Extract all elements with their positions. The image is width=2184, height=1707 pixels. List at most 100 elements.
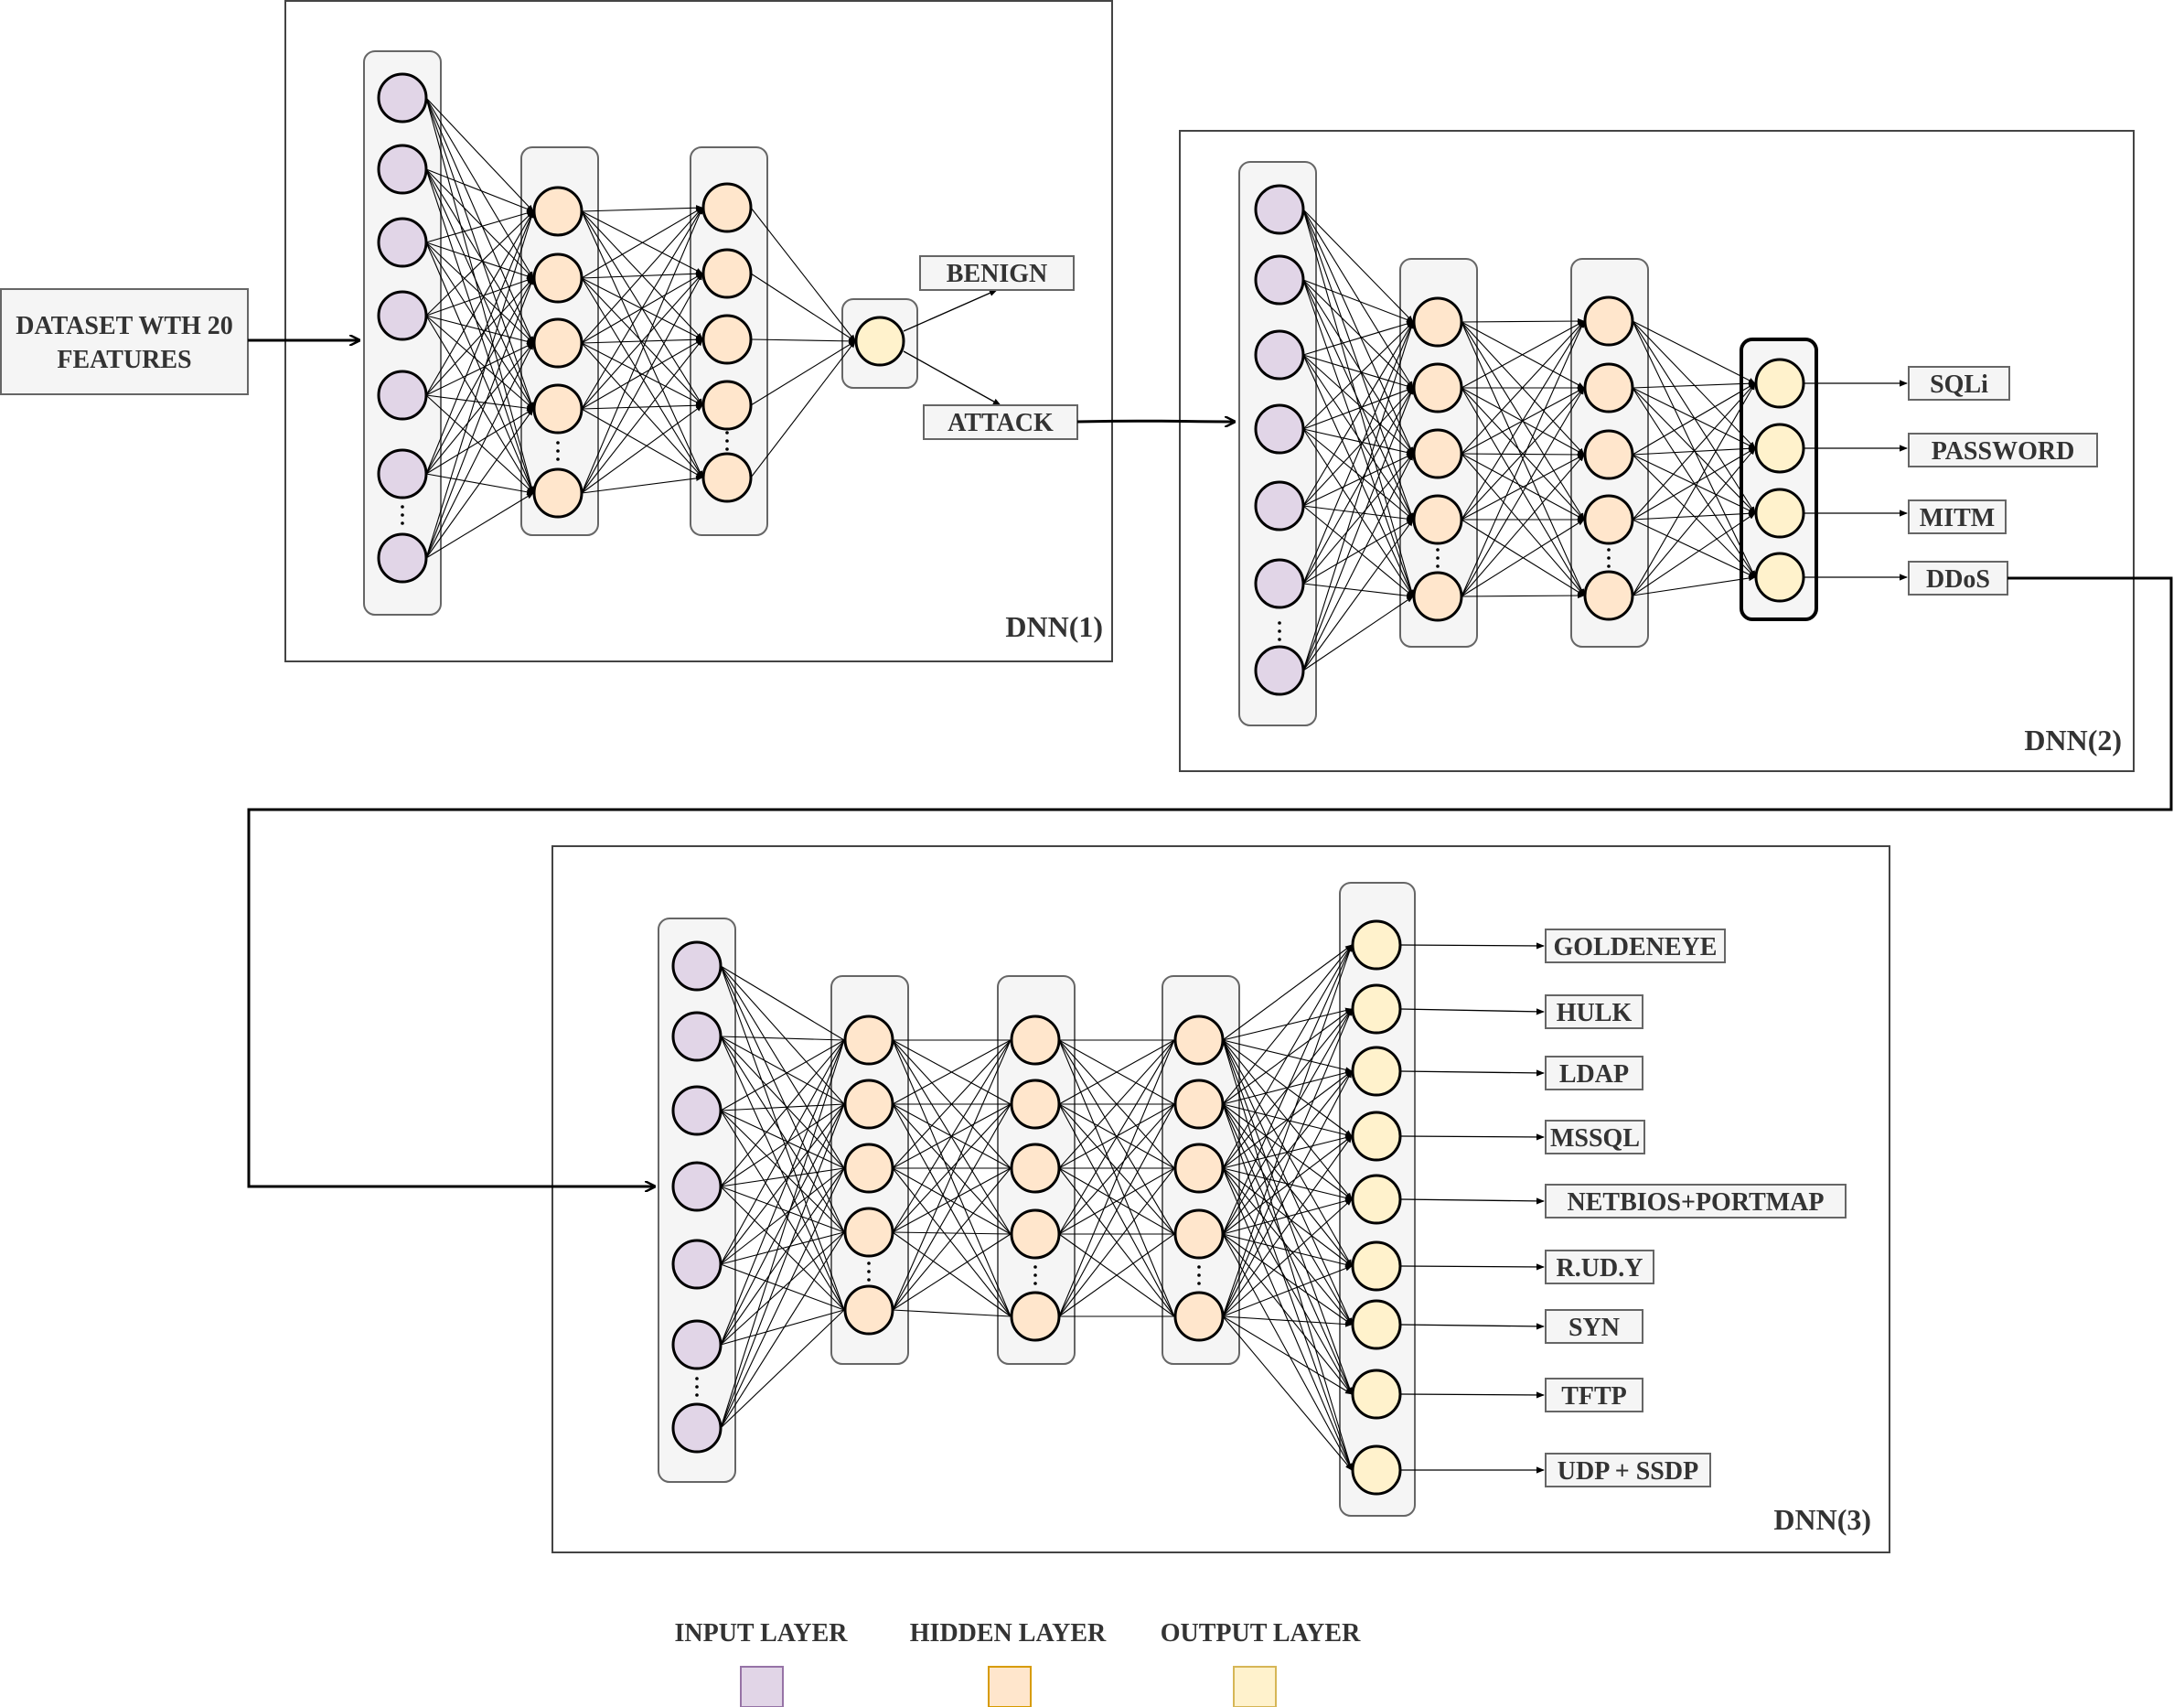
connection-edge (1058, 1167, 1175, 1317)
dnn1-title: DNN(1) (1005, 610, 1103, 643)
ellipsis-dot (1436, 548, 1440, 552)
connection-edge (720, 1231, 845, 1265)
connection-edge (1632, 510, 1756, 521)
ddos-to-dnn3-connector (247, 576, 2173, 1186)
dnn2-input-neuron (1254, 403, 1305, 455)
dnn3-input-neuron (671, 1085, 723, 1136)
connection-edge (1302, 354, 1414, 521)
ellipsis-dot (401, 513, 404, 517)
ellipsis-dot (695, 1393, 699, 1397)
dnn2-hidden2-neuron (1583, 295, 1634, 347)
ellipsis-dot (867, 1278, 871, 1282)
connection-edge (892, 1039, 1012, 1311)
connection-edge (1222, 1233, 1353, 1395)
attack-to-dnn2-arrow (1076, 421, 1235, 422)
connection-edge (1222, 944, 1353, 1105)
connection-edge (1058, 1039, 1175, 1235)
connection-edge (1222, 1167, 1353, 1471)
connection-edge (425, 242, 534, 410)
dnn3-output-rudy: R.UD.Y (1545, 1250, 1654, 1284)
dnn2-output-neuron (1754, 358, 1805, 409)
connection-edge (1302, 321, 1414, 585)
connection-edge (720, 1167, 845, 1346)
ellipsis-dot (1197, 1273, 1201, 1277)
dnn1-output-attack: ATTACK (923, 404, 1078, 440)
ellipsis-dot (725, 447, 729, 451)
connection-edge (1302, 279, 1414, 597)
connection-edge (581, 277, 703, 478)
dnn3-output-arrow (1399, 1197, 1545, 1205)
dnn2-output-sqli: SQLi (1908, 366, 2010, 401)
dnn2-output-neuron (1754, 552, 1805, 603)
dnn2-input-neuron (1254, 329, 1305, 381)
dnn1-hidden2-neuron (701, 248, 753, 299)
connection-edge (1302, 428, 1414, 521)
connection-edge (1222, 944, 1353, 1235)
connection-edge (425, 97, 534, 344)
connection-edge (1632, 387, 1756, 514)
connection-edge (1461, 519, 1585, 597)
ellipsis-dot (1033, 1282, 1037, 1285)
connection-edge (1632, 447, 1756, 521)
connection-edge (1222, 1233, 1353, 1471)
connection-edge (425, 277, 534, 396)
connection-edge (1222, 1233, 1353, 1326)
dnn2-hidden1-neuron (1412, 571, 1463, 622)
legend-input-label: INPUT LAYER (674, 1619, 848, 1648)
connection-edge (1222, 1315, 1353, 1471)
connection-edge (720, 1036, 845, 1169)
connection-edge (892, 1039, 1012, 1169)
connection-edge (1302, 453, 1414, 585)
connection-edge (581, 338, 703, 410)
connection-edge (1461, 320, 1585, 389)
dnn1-input-neuron (377, 448, 428, 499)
connection-edge (720, 965, 845, 1105)
dnn3-output-neuron (1351, 1369, 1402, 1420)
dnn2-output-column (1740, 338, 1818, 621)
connection-edge (720, 965, 845, 1169)
dnn1-hidden2-neuron (701, 452, 753, 503)
dnn3-output-neuron (1351, 1111, 1402, 1162)
connection-edge (1632, 382, 1756, 596)
connection-edge (1632, 382, 1756, 521)
dnn3-output-syn-label: SYN (1568, 1314, 1620, 1342)
connection-edge (425, 315, 534, 345)
connection-edge (720, 1167, 845, 1187)
connection-edge (1302, 354, 1414, 597)
connection-edge (425, 210, 534, 396)
connection-edge (1222, 1167, 1353, 1326)
connection-edge (720, 1039, 845, 1111)
ellipsis-dot (867, 1270, 871, 1273)
dnn3-output-udp-ssdp-label: UDP + SSDP (1558, 1457, 1698, 1486)
connection-edge (720, 1110, 845, 1311)
connection-edge (892, 1103, 1012, 1311)
connection-edge (1222, 1103, 1353, 1471)
dnn3-output-ldap-label: LDAP (1559, 1060, 1629, 1089)
connection-edge (720, 1103, 845, 1265)
connection-edge (1302, 453, 1414, 671)
ellipsis-dot (695, 1377, 699, 1380)
dnn2-hidden1-neuron (1412, 494, 1463, 545)
dnn2-output-ddos: DDoS (1908, 561, 2008, 596)
dnn3-hidden3-neuron (1173, 1079, 1225, 1130)
connection-edge (1632, 382, 1756, 456)
connection-edge (1632, 381, 1756, 389)
network-connections (425, 97, 1908, 1474)
connection-edge (1222, 944, 1353, 1169)
dnn3-output-neuron (1351, 1444, 1402, 1496)
dnn2-input-neuron (1254, 645, 1305, 696)
connection-edge (1302, 209, 1414, 455)
connection-edge (1302, 354, 1414, 455)
connection-edge (1302, 596, 1414, 671)
connection-edge (892, 1167, 1012, 1317)
connection-edge (425, 210, 534, 317)
ellipsis-dot (1197, 1282, 1201, 1285)
connection-edge (1222, 1039, 1353, 1326)
connection-edge (1222, 944, 1353, 1317)
connection-edge (1222, 1265, 1353, 1317)
dnn3-hidden3-neuron (1173, 1291, 1225, 1342)
ellipsis-dot (695, 1385, 699, 1389)
dnn2-output-password-label: PASSWORD (1932, 437, 2075, 466)
connection-edge (892, 1103, 1012, 1233)
connection-edge (1302, 321, 1414, 507)
